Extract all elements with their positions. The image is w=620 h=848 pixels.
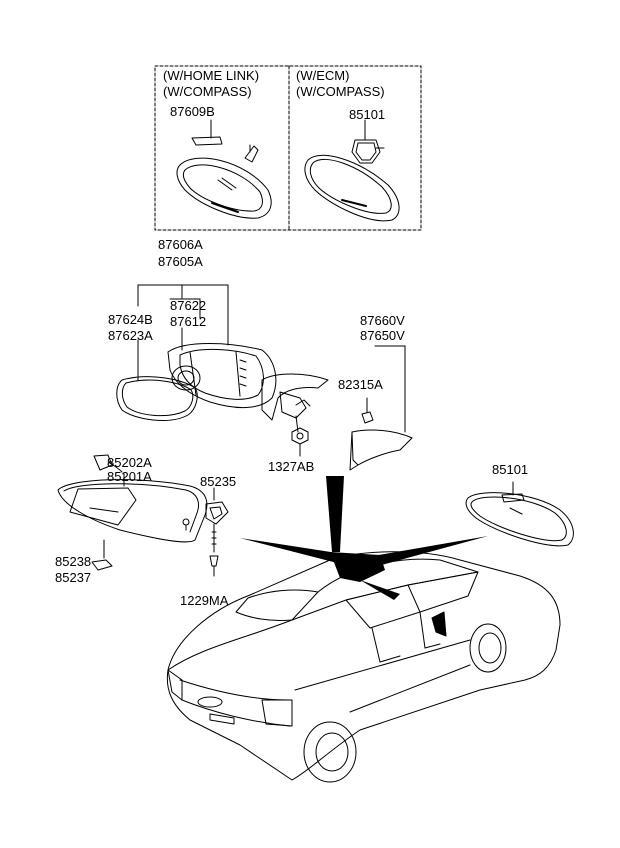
- sedan-car-icon: [166, 551, 561, 783]
- part-code-mirror-assy-2: 87605A: [158, 254, 203, 269]
- ecm-header-line2: (W/COMPASS): [296, 84, 385, 99]
- sunvisor-icon: [57, 454, 208, 571]
- part-code-inside-mirror: 85101: [492, 462, 529, 477]
- part-code-mirror-housing-2: 87612: [170, 314, 207, 329]
- ecm-mirror-icon: [304, 119, 400, 222]
- part-code-mirror-housing-1: 87622: [170, 298, 207, 313]
- part-code-mirror-glass-1: 87624B: [108, 312, 153, 327]
- part-code-homelink-mirror: 87609B: [170, 104, 215, 119]
- part-code-garnish-1: 87660V: [360, 313, 405, 328]
- option-box: [154, 65, 422, 231]
- part-code-cap-2: 85237: [55, 570, 92, 585]
- part-code-cap-1: 85238: [55, 554, 92, 569]
- part-code-garnish-2: 87650V: [360, 328, 405, 343]
- homelink-header-line2: (W/COMPASS): [163, 84, 252, 99]
- part-code-sunvisor-1: 85202A: [107, 455, 152, 470]
- garnish-icon: [349, 345, 413, 471]
- homelink-header-line1: (W/HOME LINK): [163, 68, 260, 83]
- part-code-sunvisor-2: 85201A: [107, 469, 152, 484]
- part-code-ecm-mirror: 85101: [349, 107, 386, 122]
- part-code-screw: 1229MA: [180, 593, 229, 608]
- outside-mirror-icon: [116, 343, 329, 457]
- part-code-garnish-clip: 82315A: [338, 377, 383, 392]
- part-code-mirror-glass-2: 87623A: [108, 328, 153, 343]
- part-code-nut: 1327AB: [268, 459, 315, 474]
- part-code-retainer: 85235: [200, 474, 237, 489]
- inside-mirror-icon: [465, 481, 574, 547]
- homelink-mirror-icon: [176, 119, 272, 219]
- retainer-icon: [205, 487, 229, 577]
- callout-wedges: [240, 476, 488, 600]
- part-code-mirror-assy-1: 87606A: [158, 237, 203, 252]
- ecm-header-line1: (W/ECM): [296, 68, 350, 83]
